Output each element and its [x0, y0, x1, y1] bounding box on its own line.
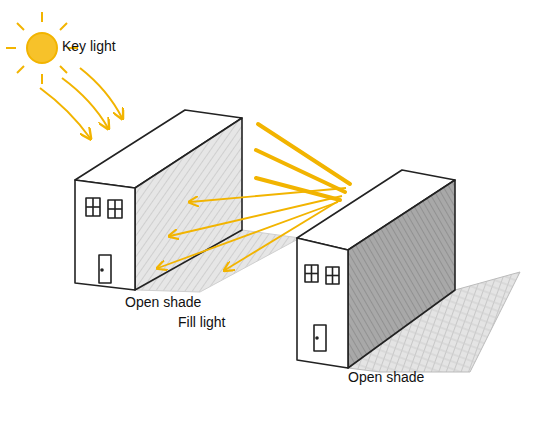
right-building [297, 170, 455, 368]
text-label: Key light [62, 38, 116, 54]
text-label: Open shade [348, 369, 424, 385]
key-light-rays [40, 68, 122, 138]
text-label: Open shade [125, 294, 201, 310]
text-label: Fill light [178, 314, 225, 330]
fill-light-rays [158, 188, 346, 270]
